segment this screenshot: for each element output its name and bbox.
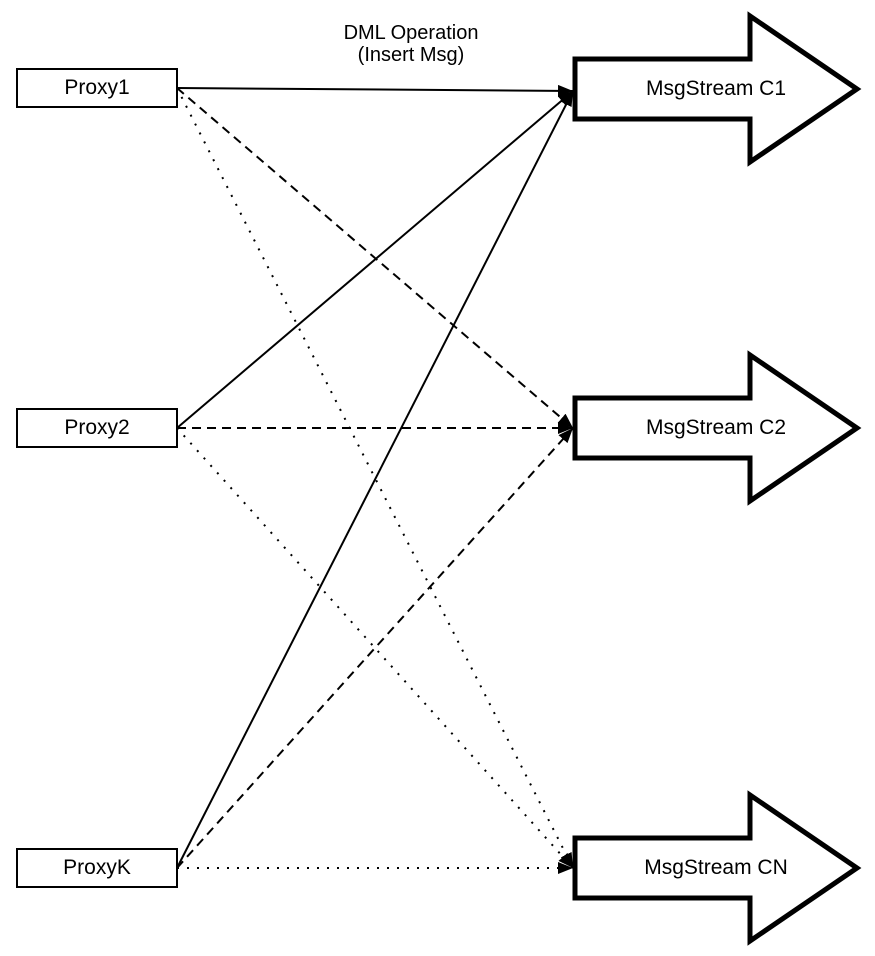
edge-proxy1-to-c1 (176, 84, 574, 97)
proxy2-label: Proxy2 (64, 416, 130, 439)
proxyk-label: ProxyK (63, 856, 131, 879)
proxy2-node: Proxy2 (16, 408, 178, 448)
edge-proxy1-to-c2 (176, 87, 574, 429)
msgstream-c1-arrow (572, 11, 862, 167)
dml-operation-label-line1: DML Operation (343, 22, 479, 44)
msgstream-c2-arrow (572, 350, 862, 506)
proxy1-node: Proxy1 (16, 68, 178, 108)
edge-proxyk-to-c1 (176, 90, 574, 869)
msgstream-cn-arrow (572, 790, 862, 946)
dml-operation-label-line2: (Insert Msg) (357, 44, 465, 66)
dml-operation-label: DML Operation (Insert Msg) (344, 22, 479, 66)
edge-proxy2-to-c1 (176, 90, 574, 429)
edge-proxyk-to-c2 (176, 427, 574, 869)
proxyk-node: ProxyK (16, 848, 178, 888)
proxy1-label: Proxy1 (64, 76, 130, 99)
